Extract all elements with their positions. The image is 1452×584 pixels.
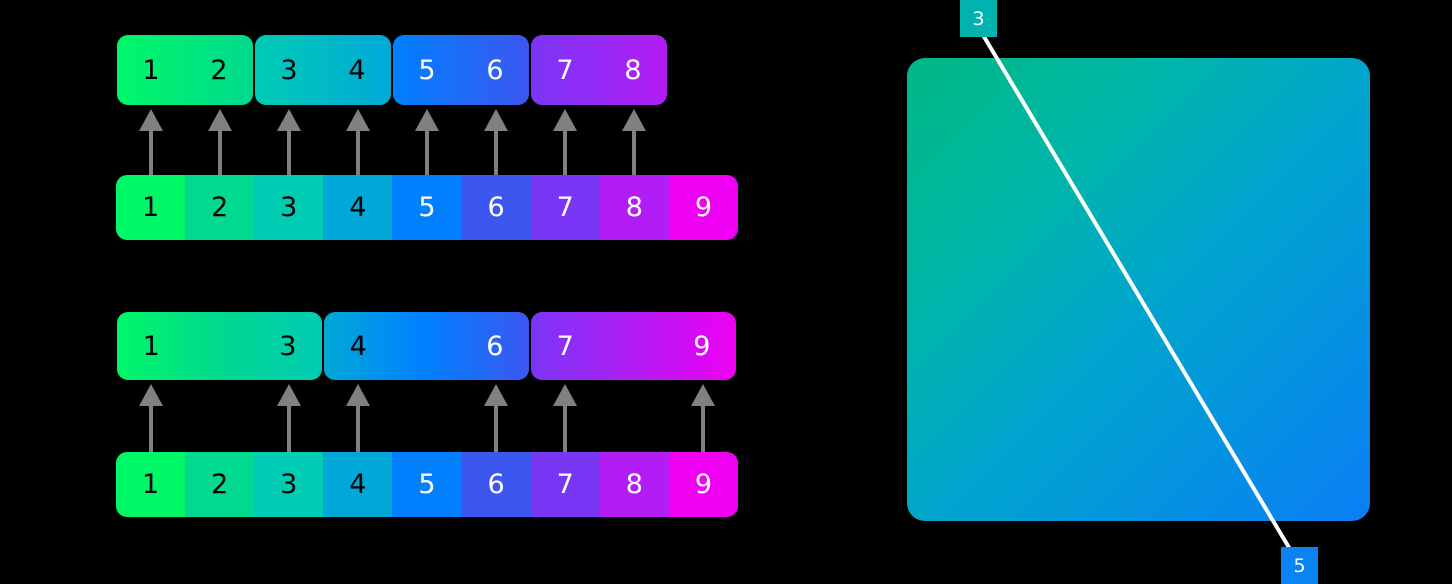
d1-output-cell: 6	[486, 54, 504, 86]
d2-arrow-layer	[139, 384, 715, 452]
panel-end-badge-label: 5	[1293, 554, 1306, 577]
arrow-stem	[425, 131, 429, 175]
arrow-head-icon	[415, 109, 439, 131]
d2-input-row: 1 2 3 4 5 6 7 8 9	[116, 452, 738, 517]
d1-output-group-4[interactable]: 7 8	[531, 35, 667, 105]
d1-arrow	[553, 109, 577, 175]
d1-input-cell[interactable]: 3	[254, 175, 324, 240]
d2-output-cell: 3	[279, 330, 297, 362]
panel-end-badge[interactable]: 5	[1281, 547, 1318, 584]
d1-arrow	[208, 109, 232, 175]
d1-arrow	[484, 109, 508, 175]
d2-input-cell[interactable]: 5	[392, 452, 462, 517]
diagram-two: 1 3 4 6 7 9	[116, 312, 738, 517]
d1-input-cell[interactable]: 6	[461, 175, 531, 240]
d1-arrow	[277, 109, 301, 175]
d1-output-group-1[interactable]: 1 2	[117, 35, 253, 105]
d2-output-cell: 9	[693, 330, 711, 362]
arrow-stem	[632, 131, 636, 175]
d2-input-cell[interactable]: 3	[254, 452, 324, 517]
d2-output-cell: 6	[486, 330, 504, 362]
arrow-head-icon	[553, 109, 577, 131]
arrow-head-icon	[484, 109, 508, 131]
arrow-stem	[287, 406, 291, 452]
d1-output-cell: 8	[624, 54, 642, 86]
d2-arrow	[484, 384, 508, 452]
d1-arrow	[346, 109, 370, 175]
d1-output-group-2[interactable]: 3 4	[255, 35, 391, 105]
d2-arrow	[691, 384, 715, 452]
arrow-head-icon	[346, 384, 370, 406]
d1-output-row: 1 2 3 4 5 6 7 8	[117, 35, 668, 105]
d1-input-cell[interactable]: 8	[599, 175, 669, 240]
d1-output-cell: 3	[280, 54, 298, 86]
d2-output-cell: 4	[349, 330, 367, 362]
arrow-stem	[149, 406, 153, 452]
panel-start-badge[interactable]: 3	[960, 0, 997, 37]
d1-output-cell: 7	[556, 54, 574, 86]
d1-input-cell[interactable]: 4	[323, 175, 393, 240]
d2-output-group-1[interactable]: 1 3	[117, 312, 322, 380]
arrow-head-icon	[346, 109, 370, 131]
d1-output-group-3[interactable]: 5 6	[393, 35, 529, 105]
diagram-one: 1 2 3 4 5 6 7 8	[0, 0, 760, 270]
d2-output-group-2[interactable]: 4 6	[324, 312, 529, 380]
d2-arrow	[553, 384, 577, 452]
panel-region	[860, 0, 1452, 584]
arrow-head-icon	[553, 384, 577, 406]
d1-arrow	[622, 109, 646, 175]
d2-input-cell[interactable]: 4	[323, 452, 393, 517]
arrow-stem	[494, 131, 498, 175]
d2-input-cell[interactable]: 1	[116, 452, 186, 517]
d2-arrow	[139, 384, 163, 452]
d1-output-cell: 5	[418, 54, 436, 86]
arrow-head-icon	[139, 109, 163, 131]
d1-input-cell[interactable]: 9	[668, 175, 738, 240]
arrow-stem	[494, 406, 498, 452]
d1-input-row: 1 2 3 4 5 6 7 8 9	[116, 175, 738, 240]
d1-output-cell: 4	[348, 54, 366, 86]
arrow-stem	[287, 131, 291, 175]
d1-arrow-layer	[0, 0, 760, 270]
d1-output-cell: 2	[210, 54, 228, 86]
arrow-head-icon	[484, 384, 508, 406]
d2-input-cell[interactable]: 2	[185, 452, 255, 517]
d1-arrow	[415, 109, 439, 175]
d2-input-cell[interactable]: 7	[530, 452, 600, 517]
arrow-stem	[356, 131, 360, 175]
d1-input-cell[interactable]: 1	[116, 175, 186, 240]
arrow-head-icon	[208, 109, 232, 131]
d2-input-cell[interactable]: 8	[599, 452, 669, 517]
arrow-head-icon	[139, 384, 163, 406]
arrow-head-icon	[277, 109, 301, 131]
arrow-stem	[563, 131, 567, 175]
d1-input-cell[interactable]: 7	[530, 175, 600, 240]
panel-start-badge-label: 3	[972, 7, 985, 30]
d2-input-cell[interactable]: 6	[461, 452, 531, 517]
arrow-stem	[701, 406, 705, 452]
arrow-head-icon	[622, 109, 646, 131]
arrow-stem	[356, 406, 360, 452]
d2-arrow	[346, 384, 370, 452]
arrow-head-icon	[277, 384, 301, 406]
d2-output-group-3[interactable]: 7 9	[531, 312, 736, 380]
arrow-stem	[563, 406, 567, 452]
d1-arrow	[139, 109, 163, 175]
d1-output-cell: 1	[142, 54, 160, 86]
d2-arrow	[277, 384, 301, 452]
arrow-stem	[149, 131, 153, 175]
d2-output-row: 1 3 4 6 7 9	[117, 312, 738, 380]
arrow-head-icon	[691, 384, 715, 406]
arrow-stem	[218, 131, 222, 175]
d1-input-cell[interactable]: 2	[185, 175, 255, 240]
d1-input-cell[interactable]: 5	[392, 175, 462, 240]
d2-output-cell: 7	[556, 330, 574, 362]
d2-output-cell: 1	[142, 330, 160, 362]
gradient-panel[interactable]	[907, 58, 1370, 521]
d2-input-cell[interactable]: 9	[668, 452, 738, 517]
